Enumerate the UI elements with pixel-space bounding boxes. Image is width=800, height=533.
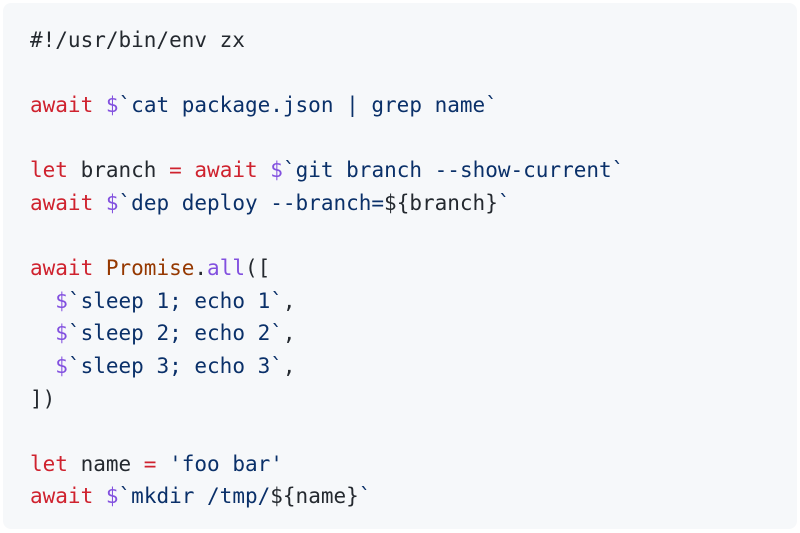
plain-token: , (282, 288, 296, 313)
code-line: $`sleep 1; echo 1`, (30, 286, 296, 316)
function-token: $ (55, 321, 68, 346)
code-line: $`sleep 3; echo 3`, (30, 351, 296, 381)
code-line: ]) (30, 384, 55, 414)
function-token: $ (105, 484, 119, 509)
string-token: 'foo bar' (169, 451, 283, 476)
keyword-token: await (30, 93, 94, 118)
plain-token: ]) (30, 386, 56, 411)
plain-token: } (485, 191, 498, 215)
string-token: `mkdir /tmp/ (118, 484, 271, 509)
plain-token (156, 452, 169, 476)
plain-token: } (346, 484, 359, 509)
code-line: let name = 'foo bar' (30, 449, 283, 479)
plain-token (30, 321, 55, 345)
string-token: `cat package.json | grep name` (118, 93, 498, 118)
plain-token: , (282, 354, 296, 378)
code-line: #!/usr/bin/env zx (30, 25, 245, 55)
function-token: $ (105, 191, 119, 215)
keyword-token: await (30, 484, 94, 509)
string-token: `sleep 1; echo 1` (67, 288, 283, 313)
plain-token: . (194, 256, 208, 281)
string-token: `dep deploy --branch= (118, 191, 385, 215)
string-token: `sleep 2; echo 2` (67, 321, 283, 346)
code-line: await $`dep deploy --branch=${branch}` (30, 188, 511, 218)
plain-token (93, 256, 106, 280)
keyword-token: let (30, 158, 68, 183)
plain-token: ${ (384, 191, 410, 215)
code-line: await $`mkdir /tmp/${name}` (30, 481, 371, 511)
plain-token: ${ (270, 484, 296, 509)
keyword-token: await (30, 191, 94, 215)
plain-token: name (67, 451, 144, 476)
function-token: all (207, 256, 245, 281)
code-line: let branch = await $`git branch --show-c… (30, 155, 624, 185)
string-token: ` (358, 484, 372, 509)
operator-token: = (143, 451, 157, 476)
plain-token: branch (409, 191, 486, 215)
code-line: await Promise.all([ (30, 253, 270, 283)
function-token: $ (55, 288, 68, 313)
plain-token: #!/usr/bin/env zx (30, 28, 245, 52)
plain-token (182, 158, 195, 182)
plain-token (30, 289, 55, 313)
operator-token: = (169, 158, 182, 183)
string-token: `git branch --show-current` (282, 158, 625, 183)
plain-token: name (295, 484, 347, 509)
function-token: $ (55, 354, 68, 378)
function-token: $ (105, 93, 119, 118)
plain-token (93, 191, 106, 215)
string-token: ` (497, 191, 511, 215)
class-token: Promise (105, 256, 195, 281)
plain-token (93, 93, 106, 117)
code-line: await $`cat package.json | grep name` (30, 90, 498, 120)
code-line: $`sleep 2; echo 2`, (30, 318, 296, 348)
plain-token: ([ (244, 256, 271, 281)
plain-token: branch (67, 158, 170, 183)
plain-token: , (282, 321, 296, 346)
keyword-token: await (194, 158, 258, 183)
string-token: `sleep 3; echo 3` (67, 354, 283, 378)
plain-token (258, 158, 271, 182)
keyword-token: await (30, 256, 94, 281)
plain-token (30, 354, 55, 378)
plain-token (93, 484, 106, 508)
function-token: $ (270, 158, 283, 183)
keyword-token: let (30, 451, 68, 476)
